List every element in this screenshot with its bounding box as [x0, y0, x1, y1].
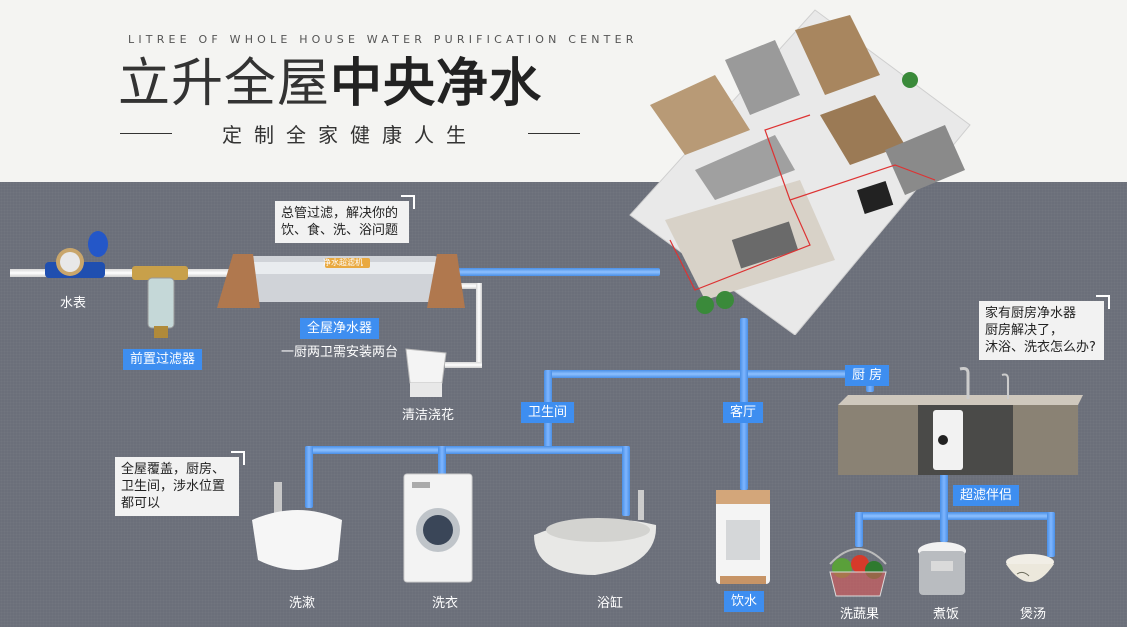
pipe-living-room — [740, 370, 748, 490]
plant-icon-3 — [902, 72, 918, 88]
room-kitchen — [885, 125, 965, 195]
water-line-red — [669, 164, 936, 291]
drinking-label: 饮水 — [724, 591, 765, 612]
rice-cooker-icon — [918, 542, 966, 595]
rice-label: 煮饭 — [933, 607, 960, 622]
room-study — [820, 95, 905, 165]
main-title-bold: 中央净水 — [330, 54, 543, 114]
room-bath-2 — [695, 135, 795, 200]
pipe-to-house — [450, 268, 660, 276]
washing-machine-icon — [403, 473, 473, 583]
soup-label: 煲汤 — [1020, 607, 1047, 622]
pipe-bathroom-branch — [305, 446, 630, 454]
main-title: 立升全屋中央净水 — [118, 52, 542, 116]
room-bedroom-2 — [795, 15, 880, 95]
pipe-distribution — [544, 370, 874, 378]
purifier-brand-text: 净水超滤机 — [323, 258, 363, 267]
water-line-red-2 — [764, 114, 811, 201]
pipe-bathtub — [622, 446, 630, 516]
vegetables-label: 洗蔬果 — [840, 607, 880, 622]
note-coverage-line-3: 都可以 — [121, 496, 161, 511]
subtitle-rule-right — [528, 132, 580, 134]
ultrafilter-label: 超滤伴侣 — [953, 485, 1020, 506]
note-coverage-line-1: 全屋覆盖，厨房、 — [121, 462, 226, 477]
note-kitchen-line-2: 厨房解决了， — [985, 323, 1064, 338]
bypass-pipe-v — [476, 283, 482, 368]
washer-label: 洗衣 — [432, 596, 459, 611]
whole-house-purifier-icon — [217, 254, 465, 308]
plant-icon — [696, 296, 714, 314]
pipe-rice — [940, 512, 948, 542]
note-main-filter-line-2: 饮、食、洗、浴问题 — [281, 223, 399, 238]
mop-sink-icon — [405, 348, 447, 397]
pre-filter-icon — [132, 266, 188, 338]
water-meter-label: 水表 — [60, 296, 87, 311]
note-main-filter: 总管过滤，解决你的 饮、食、洗、浴问题 — [275, 195, 415, 243]
note-kitchen-line-1: 家有厨房净水器 — [985, 306, 1077, 321]
washbasin-label: 洗漱 — [289, 596, 316, 611]
whole-house-purifier-label: 全屋净水器 — [300, 318, 380, 339]
pipe-soup — [1047, 512, 1055, 557]
note-kitchen-line-3: 沐浴、洗衣怎么办? — [985, 340, 1096, 355]
mop-sink-label: 清洁浇花 — [402, 408, 455, 423]
pipe-appliance-branch — [855, 512, 1055, 520]
washbasin-icon — [252, 482, 342, 570]
pipe-ultrafilter-down — [940, 470, 948, 518]
pre-filter-label: 前置过滤器 — [123, 349, 203, 370]
water-dispenser-icon — [716, 490, 770, 584]
branch-label-kitchen: 厨 房 — [845, 365, 890, 386]
note-corner — [401, 195, 415, 209]
note-kitchen: 家有厨房净水器 厨房解决了， 沐浴、洗衣怎么办? — [979, 295, 1110, 360]
plant-icon-2 — [716, 291, 734, 309]
note-coverage-line-2: 卫生间，涉水位置 — [121, 479, 226, 494]
main-title-light: 立升全屋 — [118, 54, 331, 114]
english-title: LITREE OF WHOLE HOUSE WATER PURIFICATION… — [128, 33, 638, 46]
kitchen-counter-icon — [838, 367, 1083, 475]
pipe-washer — [438, 446, 446, 476]
subtitle-rule-left — [120, 132, 172, 134]
pipe-washbasin — [305, 446, 313, 508]
note-corner — [1096, 295, 1110, 309]
room-bath-1 — [725, 40, 800, 115]
soup-pot-icon — [1006, 554, 1054, 582]
note-corner — [231, 451, 245, 465]
dining-table — [857, 180, 894, 214]
subtitle: 定制全家健康人生 — [120, 118, 580, 148]
house-floorplan-illustration — [629, 9, 971, 335]
room-bedroom-1 — [650, 75, 750, 155]
bathtub-icon — [534, 490, 657, 575]
purifier-install-note: 一厨两卫需安装两台 — [281, 345, 399, 360]
water-meter-icon — [45, 231, 108, 278]
bypass-pipe-h2 — [445, 362, 482, 368]
pipe-main-down — [740, 318, 748, 376]
bypass-pipe-h1 — [450, 283, 482, 289]
vegetable-basket-icon — [829, 548, 887, 597]
inlet-pipe — [10, 269, 235, 277]
branch-label-bathroom: 卫生间 — [521, 402, 575, 423]
living-rug — [731, 221, 799, 269]
note-coverage: 全屋覆盖，厨房、 卫生间，涉水位置 都可以 — [115, 451, 245, 516]
branch-label-living-room: 客厅 — [723, 402, 764, 423]
pipe-vegetables — [855, 512, 863, 547]
bathtub-label: 浴缸 — [597, 596, 624, 611]
note-main-filter-line-1: 总管过滤，解决你的 — [281, 206, 399, 221]
subtitle-text: 定制全家健康人生 — [222, 122, 478, 147]
